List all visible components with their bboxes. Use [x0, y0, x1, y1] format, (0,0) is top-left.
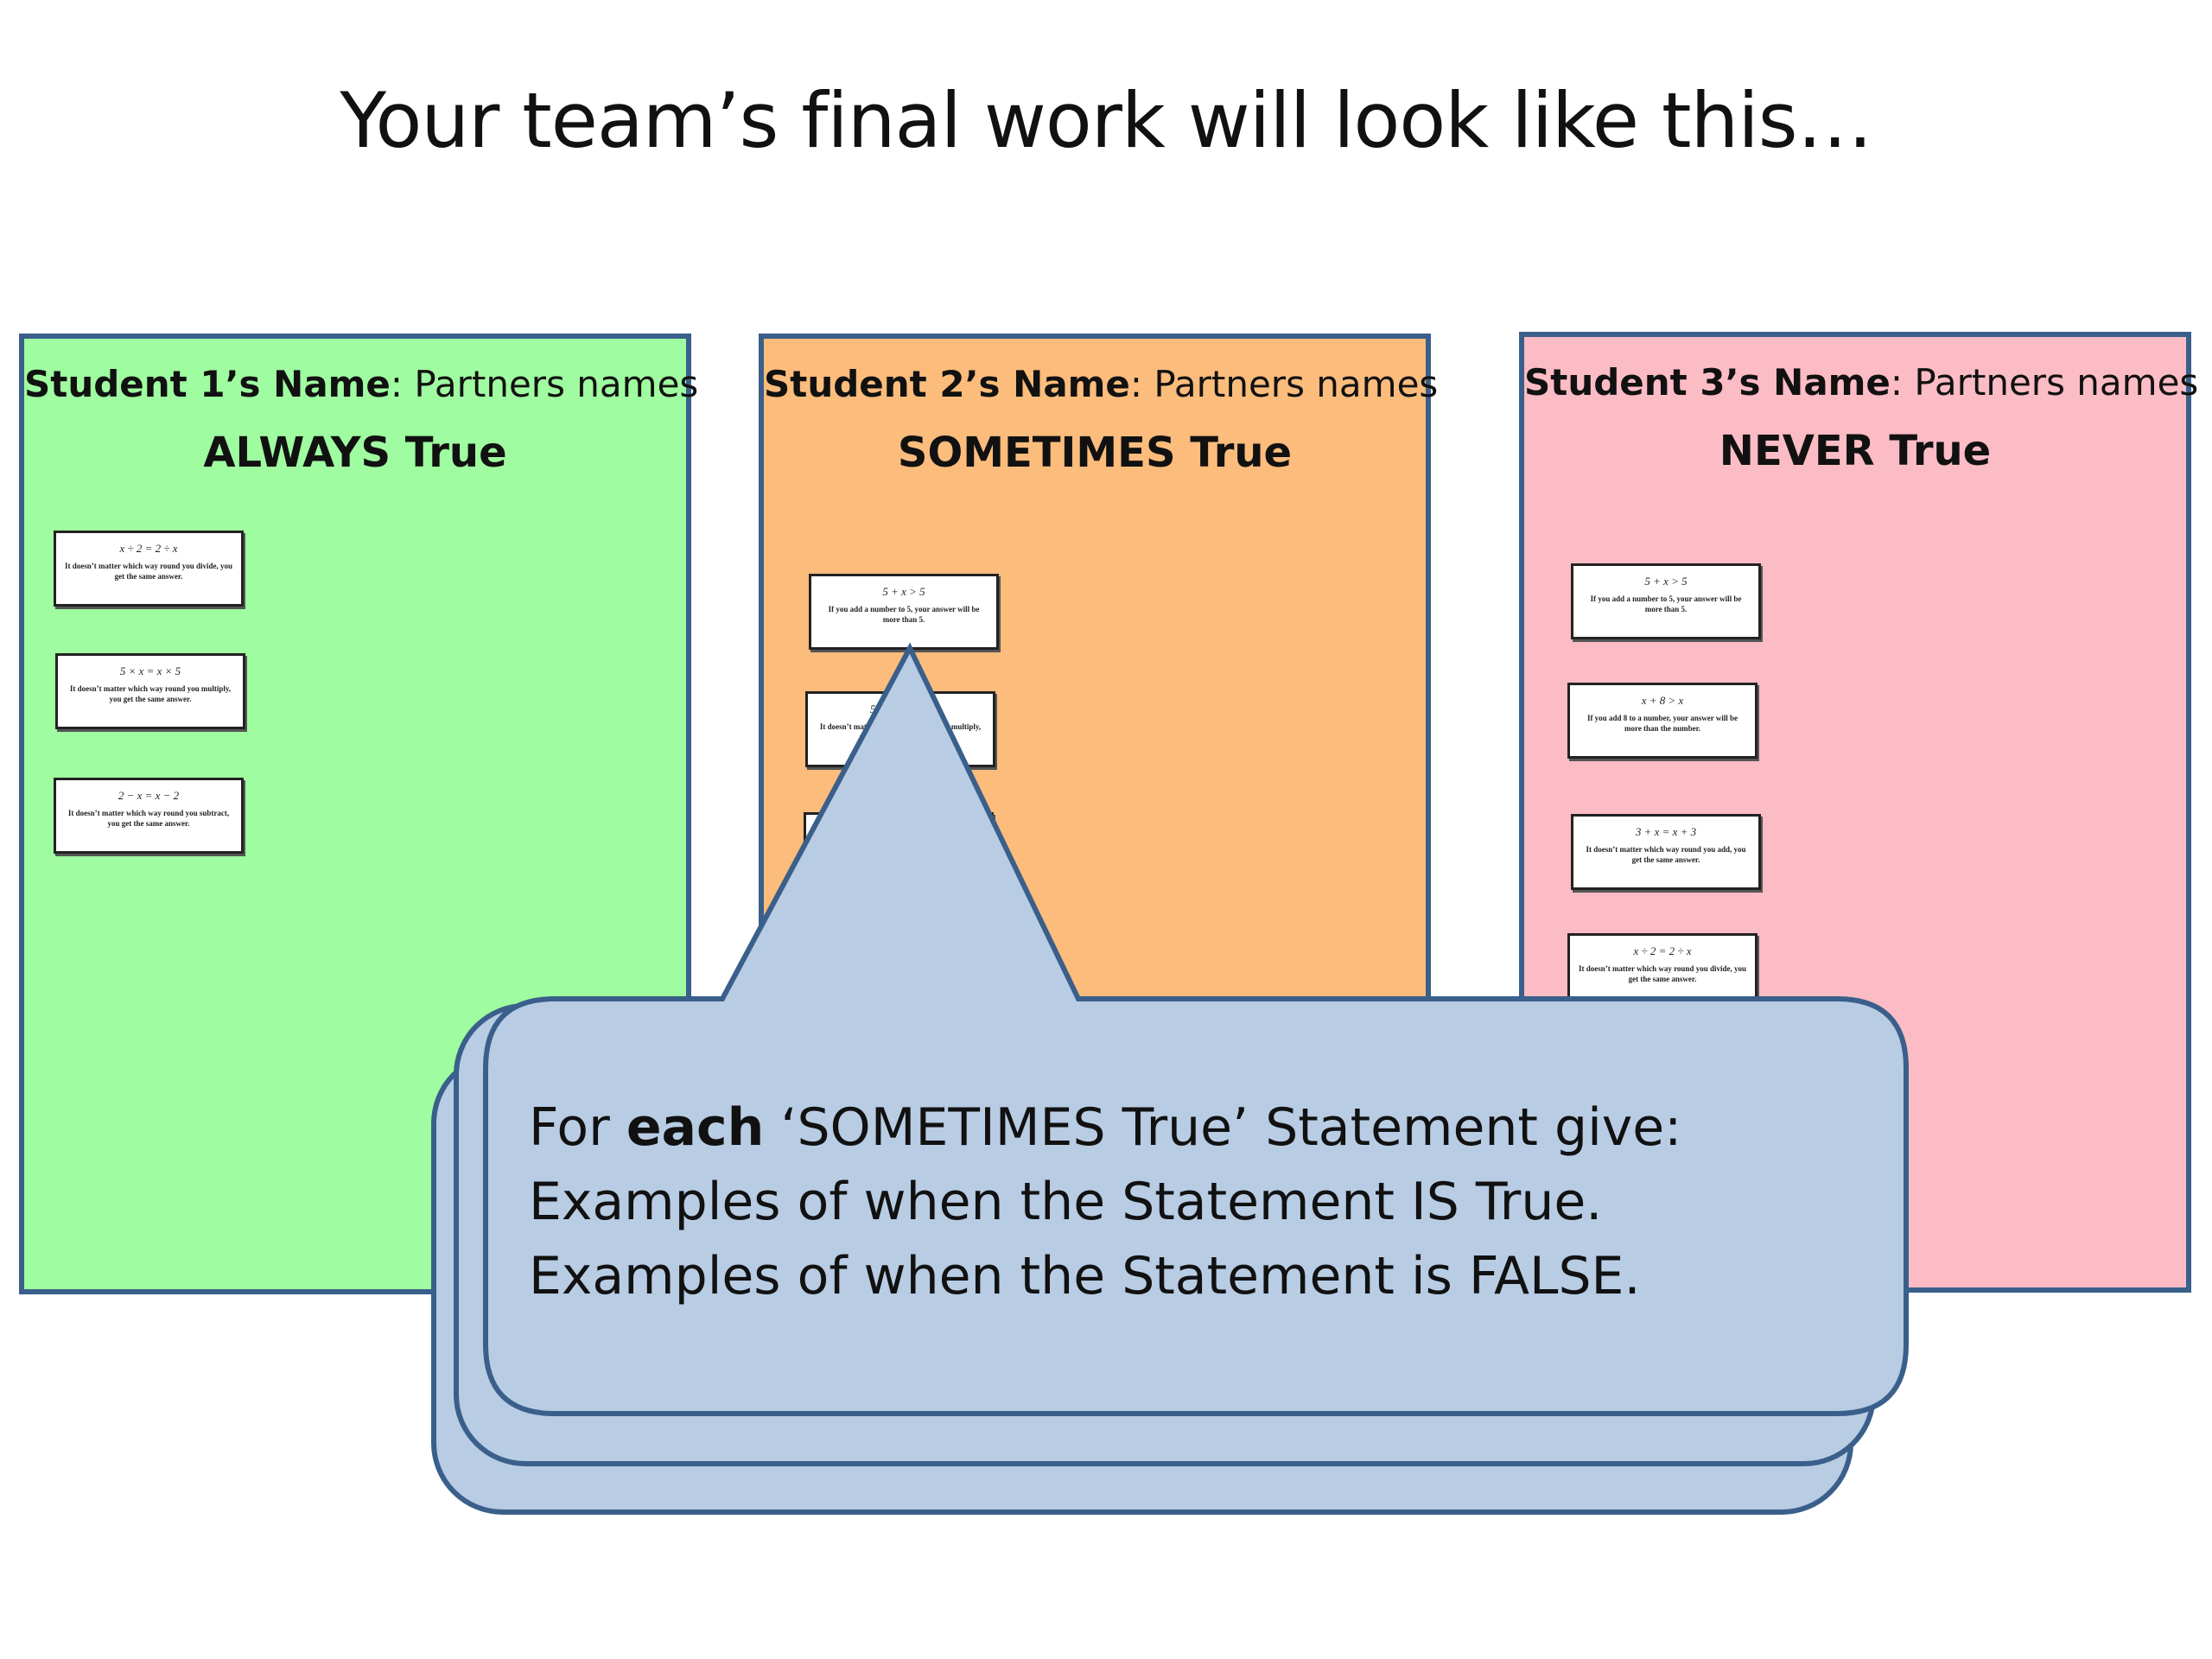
callout-line-1: For each ‘SOMETIMES True’ Statement give…: [529, 1090, 1681, 1165]
poster-heading: Student 2’s Name: Partners names: [764, 363, 1438, 405]
student-name-label: Student 2’s Name: [764, 363, 1130, 405]
card-description: If you add a number to 5, your answer wi…: [828, 605, 980, 624]
category-label: NEVER True: [1719, 427, 1992, 475]
statement-card[interactable]: x + 8 > x If you add 8 to a number, your…: [1567, 683, 1758, 759]
card-equation: x ÷ 2 = 2 ÷ x: [119, 542, 178, 555]
card-equation: 2 − x = x − 2: [118, 789, 180, 802]
card-description: If you add a number to 5, your answer wi…: [1590, 594, 1742, 613]
card-description: It doesn’t matter which way round you su…: [67, 809, 230, 828]
poster-always: Student 1’s Name: Partners names ALWAYS …: [19, 334, 698, 1294]
slide-title: Your team’s final work will look like th…: [340, 76, 1872, 165]
student-name-label: Student 3’s Name: [1524, 361, 1891, 404]
card-description: It doesn’t matter which way round you ad…: [1586, 845, 1746, 864]
card-equation: 3 + x = x + 3: [1635, 825, 1697, 838]
callout-line-2: Examples of when the Statement IS True.: [529, 1172, 1603, 1232]
poster-heading: Student 1’s Name: Partners names: [24, 363, 698, 405]
partners-label: : Partners names: [390, 363, 699, 405]
partners-label: : Partners names: [1890, 361, 2199, 404]
callout-line-1-start: For: [529, 1097, 626, 1158]
callout-line-1-end: ‘SOMETIMES True’ Statement give:: [764, 1097, 1682, 1158]
card-description: If you add 8 to a number, your answer wi…: [1586, 714, 1738, 733]
statement-card[interactable]: 5 + x > 5 If you add a number to 5, your…: [809, 574, 999, 650]
statement-card[interactable]: x ÷ 2 = 2 ÷ x It doesn’t matter which wa…: [54, 531, 244, 607]
card-equation: 5 + x > 5: [882, 585, 925, 598]
poster-heading: Student 3’s Name: Partners names: [1524, 361, 2198, 404]
category-label: SOMETIMES True: [897, 429, 1293, 477]
card-equation: 5 + x > 5: [1644, 575, 1688, 588]
callout-text: For each ‘SOMETIMES True’ Statement give…: [529, 1090, 1681, 1313]
student-name-label: Student 1’s Name: [24, 363, 391, 405]
card-equation: 5 × x = x × 5: [119, 664, 181, 677]
category-label: ALWAYS True: [203, 429, 507, 477]
card-description: It doesn’t matter which way round you mu…: [69, 684, 232, 703]
statement-card[interactable]: 3 + x = x + 3 It doesn’t matter which wa…: [1571, 814, 1761, 890]
card-equation: x ÷ 2 = 2 ÷ x: [1633, 944, 1692, 957]
statement-card[interactable]: 5 + x > 5 If you add a number to 5, your…: [1571, 563, 1761, 639]
callout-line-3: Examples of when the Statement is FALSE.: [529, 1246, 1641, 1306]
partners-label: : Partners names: [1129, 363, 1439, 405]
card-description: It doesn’t matter which way round you di…: [1579, 964, 1746, 983]
statement-card[interactable]: 2 − x = x − 2 It doesn’t matter which wa…: [54, 778, 244, 854]
statement-card[interactable]: 5 × x = x × 5 It doesn’t matter which wa…: [55, 653, 245, 729]
card-description: It doesn’t matter which way round you di…: [65, 562, 232, 581]
card-equation: x + 8 > x: [1641, 694, 1684, 707]
callout-emphasis: each: [626, 1097, 765, 1158]
callout-front-layer: [483, 642, 1909, 1416]
